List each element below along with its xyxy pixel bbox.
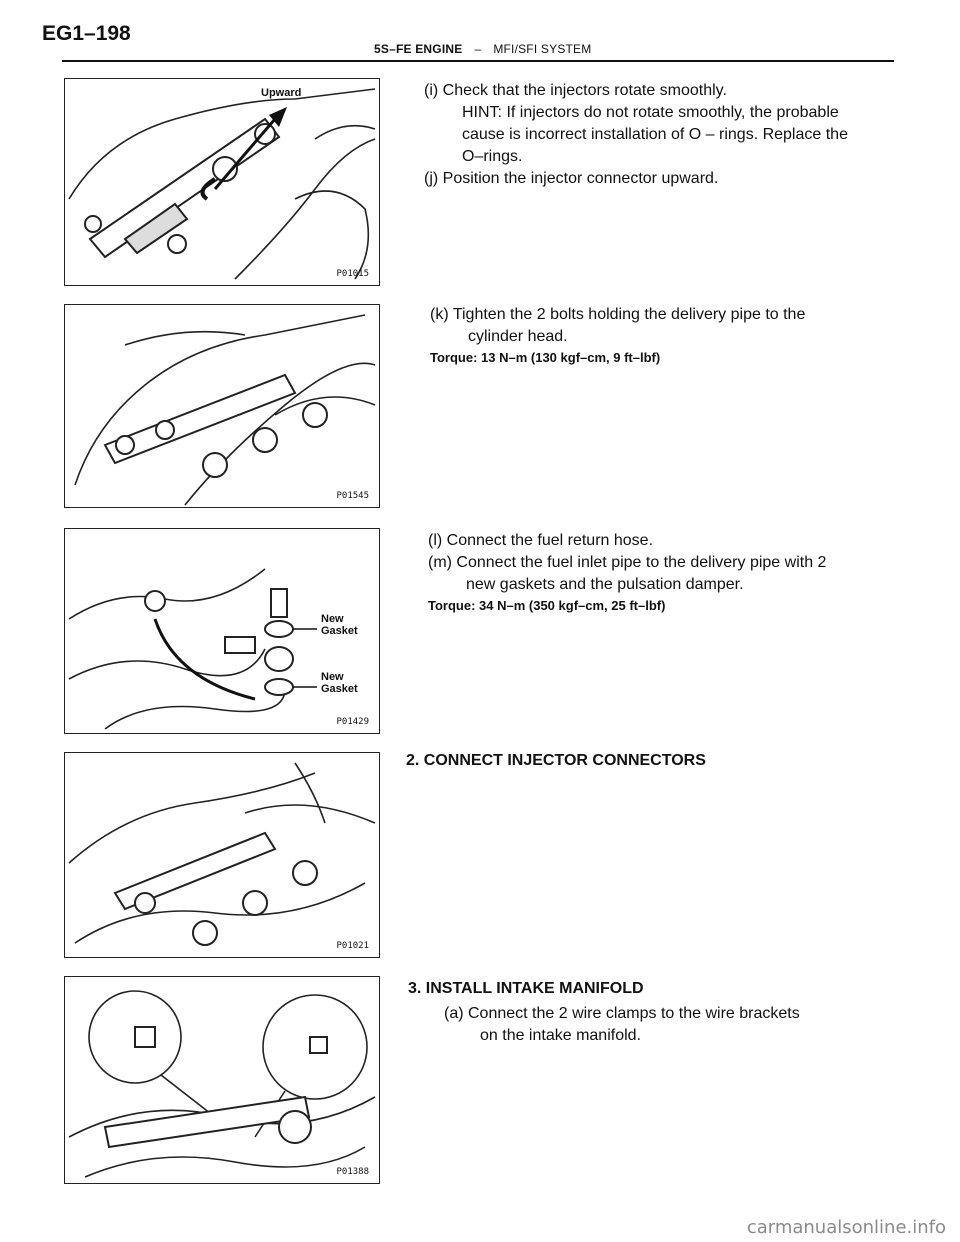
injector-connectors-illustration <box>68 762 376 946</box>
step-m-line1: (m) Connect the fuel inlet pipe to the d… <box>428 554 827 571</box>
torque-k: Torque: 13 N–m (130 kgf–cm, 9 ft–lbf) <box>430 350 661 365</box>
figure-code: P01388 <box>336 1167 369 1177</box>
page-number: EG1–198 <box>42 22 131 45</box>
figure-fuel-inlet-pipe: New Gasket New Gasket P01429 <box>64 528 380 734</box>
figure-delivery-pipe-bolts: P01545 <box>64 304 380 508</box>
figure-code: P01429 <box>336 717 369 727</box>
figure-injector-connectors: P01021 <box>64 752 380 958</box>
callout-new-gasket-upper-label: New Gasket <box>321 613 358 637</box>
header-separator: – <box>474 42 482 56</box>
header-rule <box>62 60 894 62</box>
callout-new-gasket-lower: New Gasket <box>321 671 358 695</box>
step-l: (l) Connect the fuel return hose. <box>428 532 654 549</box>
intake-manifold-illustration <box>68 990 376 1178</box>
system-title: MFI/SFI SYSTEM <box>493 42 592 56</box>
step-3a-line1: (a) Connect the 2 wire clamps to the wir… <box>444 1005 800 1022</box>
watermark: carmanualsonline.info <box>746 1217 946 1238</box>
callout-upward: Upward <box>261 87 302 99</box>
step-k-line2: cylinder head. <box>468 328 568 345</box>
step-i: (i) Check that the injectors rotate smoo… <box>424 82 727 99</box>
torque-m: Torque: 34 N–m (350 kgf–cm, 25 ft–lbf) <box>428 598 666 613</box>
figure-code: P01545 <box>336 491 369 501</box>
section-title: 5S–FE ENGINE <box>374 42 463 56</box>
step-3a-line2: on the intake manifold. <box>480 1027 641 1044</box>
step-m-line2: new gaskets and the pulsation damper. <box>466 576 744 593</box>
step-i-hint: HINT: If injectors do not rotate smoothl… <box>462 104 848 165</box>
delivery-pipe-illustration <box>74 314 376 506</box>
figure-injector-rotation: Upward P01015 <box>64 78 380 286</box>
callout-new-gasket-upper: New Gasket <box>321 613 358 637</box>
section-header: 5S–FE ENGINE–MFI/SFI SYSTEM <box>374 42 591 56</box>
section-3-heading: 3. INSTALL INTAKE MANIFOLD <box>408 980 644 997</box>
step-j: (j) Position the injector connector upwa… <box>424 170 719 187</box>
figure-code: P01015 <box>336 269 369 279</box>
fuel-inlet-illustration <box>68 568 317 730</box>
section-2-heading: 2. CONNECT INJECTOR CONNECTORS <box>406 752 706 769</box>
figure-code: P01021 <box>336 941 369 951</box>
figure-intake-manifold: P01388 <box>64 976 380 1184</box>
step-k-line1: (k) Tighten the 2 bolts holding the deli… <box>430 306 806 323</box>
callout-new-gasket-lower-label: New Gasket <box>321 671 358 695</box>
injector-rotation-illustration <box>68 88 376 280</box>
